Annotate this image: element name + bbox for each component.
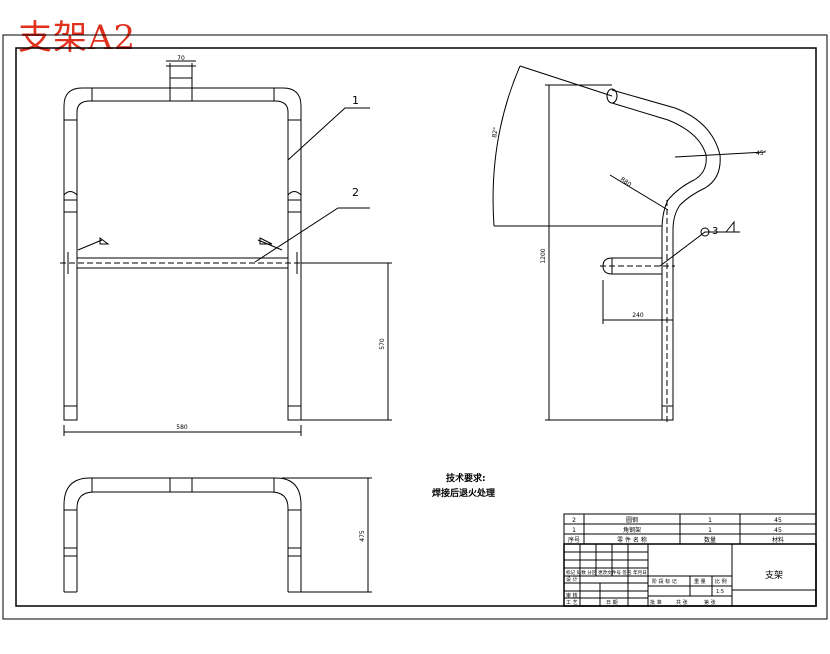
side-label-right: 45° xyxy=(756,150,767,157)
parts-row1-name: 圆钢 xyxy=(626,516,638,524)
title-row-process: 工 艺 xyxy=(566,600,578,606)
top-dim-depth: 475 xyxy=(359,530,366,542)
sheet-title: 支架A2 xyxy=(18,18,137,58)
parts-header-no: 序号 xyxy=(568,536,580,544)
title-row-check: 审 核 xyxy=(566,592,578,599)
front-dim-height: 570 xyxy=(379,338,386,350)
side-view xyxy=(492,65,766,425)
title-sheets: 共 张 xyxy=(676,599,688,606)
balloon-2: 2 xyxy=(352,186,359,199)
parts-header-qty: 数量 xyxy=(704,536,716,544)
front-view xyxy=(60,60,392,436)
title-col-ratio: 比 例 xyxy=(715,578,727,585)
side-dim-angle: 82° xyxy=(491,127,500,139)
balloon-1: 1 xyxy=(352,94,359,107)
title-mark-label: 标记 处数 分区 更改文件号 签名 年月日 xyxy=(566,569,647,576)
title-scale: 1:5 xyxy=(716,589,724,595)
parts-row1-material: 45 xyxy=(774,517,782,524)
balloon-3: 3 xyxy=(712,226,718,237)
side-dim-height: 1200 xyxy=(540,248,547,263)
title-row-design: 设 计 xyxy=(566,576,578,583)
top-view xyxy=(63,477,372,593)
title-col-stage: 阶 段 标 记 xyxy=(652,578,677,585)
title-row-approve: 批 准 xyxy=(650,599,662,606)
parts-header-material: 材料 xyxy=(772,536,784,544)
title-sheet-no: 第 张 xyxy=(704,599,716,606)
side-dim-bottom: 240 xyxy=(632,312,644,319)
parts-header-name: 零 件 名 称 xyxy=(617,536,647,544)
title-row-date: 日 期 xyxy=(606,600,618,606)
title-col-weight: 重 量 xyxy=(694,578,706,585)
parts-row2-no: 1 xyxy=(572,527,576,534)
title-block xyxy=(563,543,817,607)
notes-heading: 技术要求: xyxy=(446,472,486,484)
inner-frame xyxy=(15,47,817,607)
outer-border xyxy=(2,34,828,620)
parts-row1-no: 2 xyxy=(572,517,576,524)
parts-row2-name: 角钢架 xyxy=(623,526,641,534)
side-dim-radius: R80 xyxy=(619,176,633,189)
parts-row1-qty: 1 xyxy=(708,517,712,524)
parts-row2-material: 45 xyxy=(774,527,782,534)
title-drawing-name: 支架 xyxy=(765,569,783,581)
parts-row2-qty: 1 xyxy=(708,527,712,534)
front-dim-width: 580 xyxy=(176,424,188,431)
notes-line1: 焊接后退火处理 xyxy=(432,487,495,499)
front-dim-top: 70 xyxy=(177,55,185,62)
